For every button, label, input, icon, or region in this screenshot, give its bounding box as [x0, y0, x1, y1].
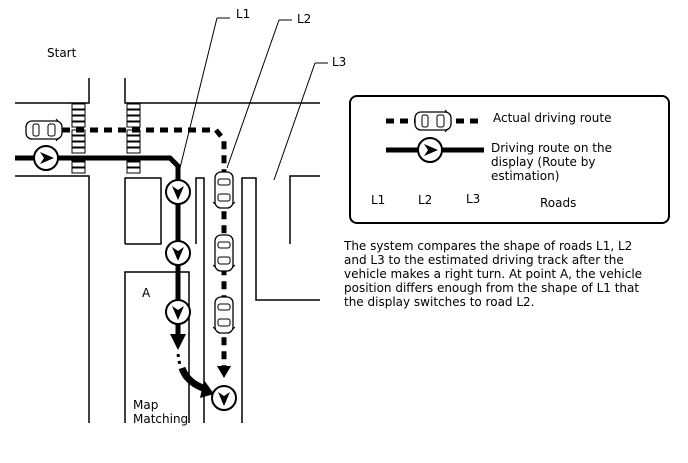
legend-display-route-label-1: Driving route on the	[491, 141, 612, 155]
l2-leader-line	[226, 19, 280, 169]
legend-roads-l2: L2	[418, 193, 433, 207]
legend-display-route-label-3: estimation)	[491, 169, 560, 183]
car-start-icon	[25, 118, 63, 142]
nav-arrow-icon	[165, 179, 191, 205]
map-matching-arrowhead	[200, 380, 214, 398]
label-map-matching-2: Matching	[133, 412, 189, 426]
road-network	[15, 78, 320, 423]
explanation-caption: The system compares the shape of roads L…	[344, 239, 660, 309]
legend-actual-route-label: Actual driving route	[493, 111, 612, 125]
legend-roads-l1: L1	[371, 193, 386, 207]
switch-route-dots	[176, 353, 182, 367]
nav-arrow-icon	[165, 240, 191, 266]
legend-roads-l3: L3	[466, 192, 481, 206]
l3-leader-line	[273, 62, 316, 181]
label-l1: L1	[236, 7, 251, 21]
crosswalk-left	[71, 103, 86, 174]
estimated-driving-route	[15, 155, 181, 335]
nav-arrow-matched-icon	[211, 385, 237, 411]
label-start: Start	[47, 46, 77, 60]
legend-panel	[349, 95, 670, 224]
actual-driving-route	[62, 127, 227, 368]
legend-roads-label: Roads	[540, 196, 577, 210]
label-map-matching-1: Map	[133, 398, 159, 412]
car-icon	[212, 296, 236, 334]
label-l2: L2	[297, 12, 312, 26]
l1-leader-line	[179, 17, 218, 169]
car-icon	[212, 234, 236, 272]
car-icon	[212, 171, 236, 209]
crosswalk-right	[126, 103, 141, 174]
estimated-route-arrowhead	[170, 334, 186, 350]
caption-line: vehicle makes a right turn. At point A, …	[344, 267, 643, 281]
caption-line: the display switches to road L2.	[344, 295, 535, 309]
caption-line: and L3 to the estimated driving track af…	[344, 253, 624, 267]
nav-arrow-start-icon	[33, 145, 59, 171]
actual-route-arrowhead	[217, 366, 231, 378]
label-l3: L3	[332, 55, 347, 69]
legend-display-route-label-2: display (Route by	[491, 155, 596, 169]
label-point-a: A	[142, 286, 151, 300]
nav-arrow-icon	[165, 299, 191, 325]
caption-line: position differs enough from the shape o…	[344, 281, 640, 295]
caption-line: The system compares the shape of roads L…	[344, 239, 633, 253]
